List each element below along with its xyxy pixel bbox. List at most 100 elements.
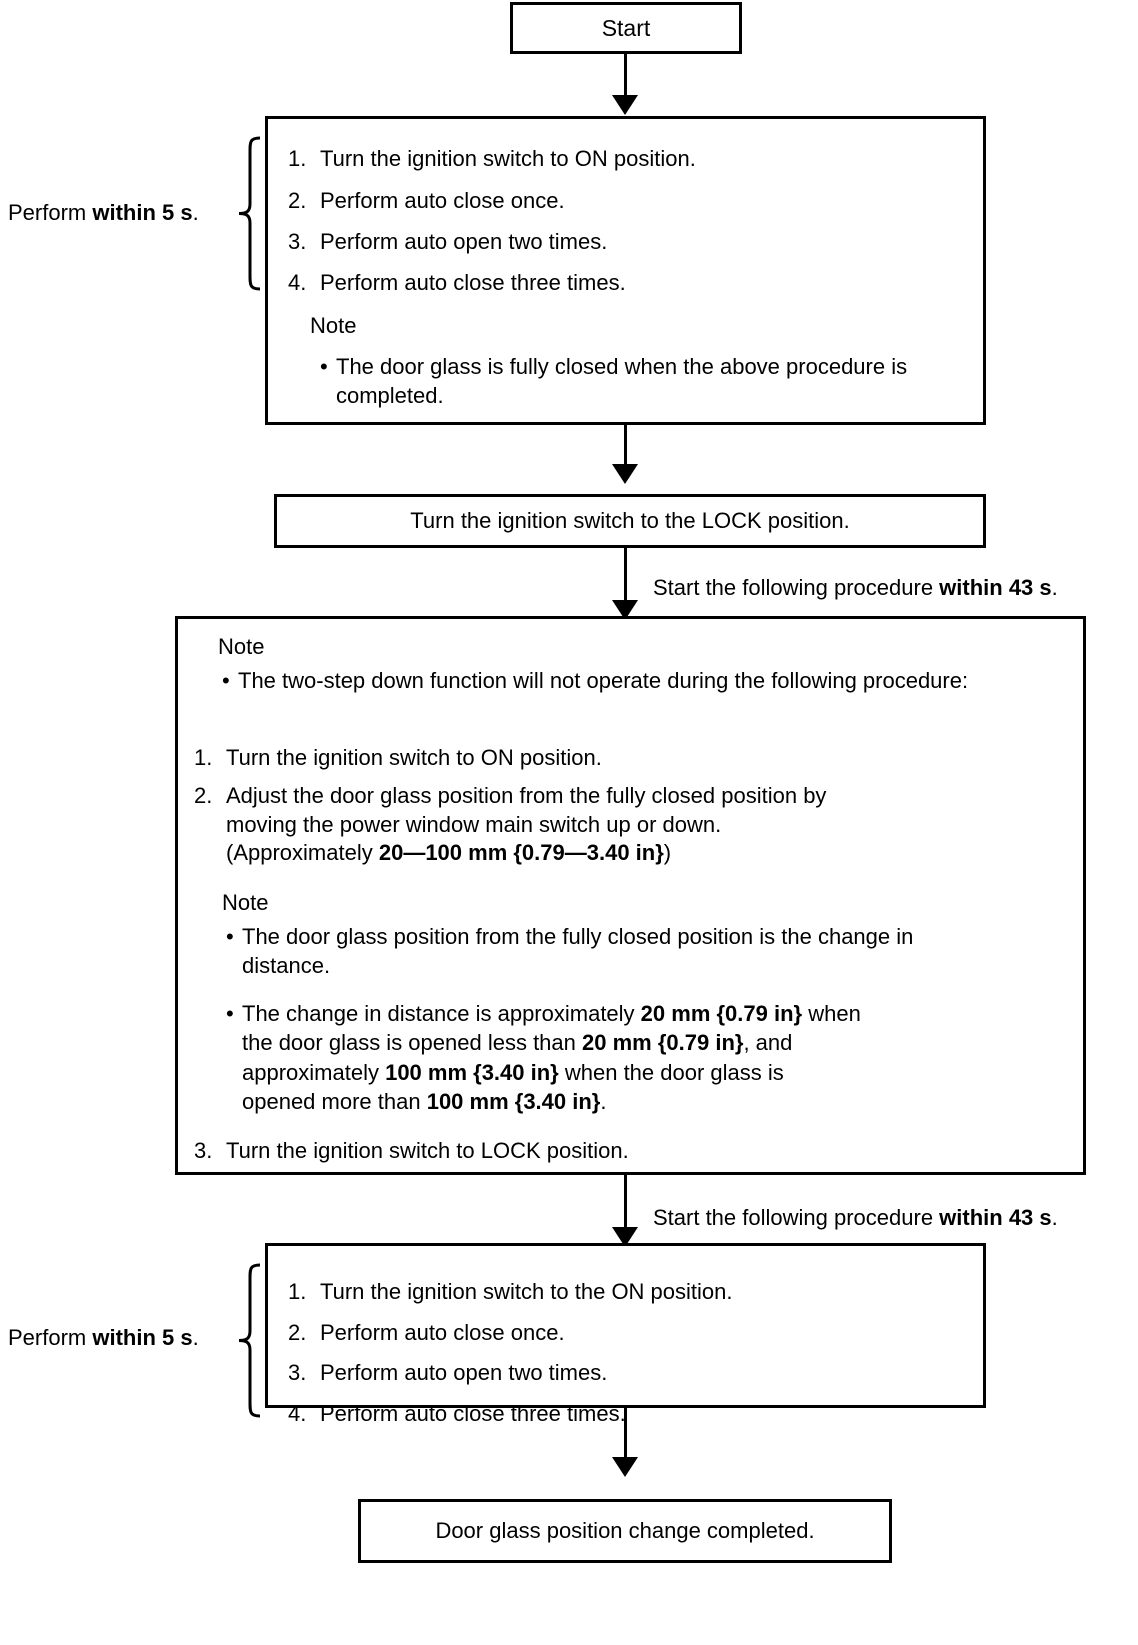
edge-label-1-suffix: . [1051, 575, 1058, 600]
measure-100mm-a: 100 mm {3.40 in} [385, 1059, 559, 1085]
step3-list-item-3-text: Perform auto open two times. [320, 1360, 608, 1385]
step1-list-item-2-text: Perform auto close once. [320, 188, 565, 213]
step3-side-label: Perform within 5 s. [8, 1325, 199, 1351]
step1-list-item-1-number: 1. [288, 146, 307, 171]
bullet-icon: • [226, 1001, 234, 1026]
step2-item2-line3-prefix: (Approximately [226, 840, 379, 866]
step3-list-item-2-number: 2. [288, 1320, 307, 1345]
connector-step2-to-step3 [624, 1175, 627, 1247]
step1-list-item-4-number: 4. [288, 270, 307, 295]
seg-7: opened more than [242, 1089, 427, 1115]
edge-label-1-prefix: Start the following procedure [653, 575, 940, 600]
arrowhead-start-to-step1 [612, 95, 638, 115]
edge-label-2-bold: within 43 s [939, 1205, 1052, 1230]
measure-100mm-b: 100 mm {3.40 in} [426, 1089, 601, 1115]
bullet-icon: • [222, 668, 230, 693]
step2-note-bullet-mid: • The door glass position from the fully… [226, 922, 986, 981]
step2-item2-line3: (Approximately 20—100 mm {0.79—3.40 in}) [226, 840, 671, 865]
step1-list-item-4-text: Perform auto close three times. [320, 270, 626, 295]
step2-item2-line2: moving the power window main switch up o… [226, 811, 722, 837]
step2-list-item-1: 1. Turn the ignition switch to ON positi… [194, 744, 1054, 773]
step2-note-bullet-mid-text: The door glass position from the fully c… [242, 924, 914, 979]
connector-step3-to-end [624, 1408, 627, 1466]
step2-note-heading-mid: Note [222, 890, 269, 915]
bullet-icon: • [320, 354, 328, 379]
step1-side-label-prefix: Perform [8, 200, 93, 225]
step2-item2-line3-measure: 20—100 mm {0.79—3.40 in} [378, 840, 664, 866]
step1-list-item-2-number: 2. [288, 188, 307, 213]
end-box: Door glass position change completed. [358, 1499, 892, 1563]
lock-box-label: Turn the ignition switch to the LOCK pos… [410, 508, 850, 534]
step1-list-item-2: 2. Perform auto close once. [288, 187, 948, 216]
connector-step1-to-lock [624, 425, 627, 473]
arrowhead-step3-to-end [612, 1457, 638, 1477]
step3-list-item-3: 3. Perform auto open two times. [288, 1359, 948, 1388]
step1-note-bullet: • The door glass is fully closed when th… [320, 352, 920, 411]
edge-label-2-prefix: Start the following procedure [653, 1205, 940, 1230]
step1-note-bullet-text: The door glass is fully closed when the … [336, 354, 908, 409]
step3-box [265, 1243, 986, 1408]
step2-list-item-2: 2. Adjust the door glass position from t… [194, 782, 1064, 868]
seg-4: , and [743, 1030, 793, 1056]
step2-list-item-1-text: Turn the ignition switch to ON position. [226, 745, 602, 770]
edge-label-within-43s-first: Start the following procedure within 43 … [653, 575, 1058, 601]
edge-label-2-suffix: . [1051, 1205, 1058, 1230]
step3-side-label-prefix: Perform [8, 1325, 93, 1350]
arrowhead-lock-to-step2 [612, 600, 638, 620]
end-box-label: Door glass position change completed. [435, 1518, 815, 1544]
step2-list-item-3: 3. Turn the ignition switch to LOCK posi… [194, 1137, 1054, 1166]
step2-list-item-3-number: 3. [194, 1138, 213, 1163]
step2-list-item-2-text: Adjust the door glass position from the … [226, 782, 1064, 868]
step3-brace [236, 1263, 262, 1418]
start-box-label: Start [601, 14, 651, 41]
lock-box: Turn the ignition switch to the LOCK pos… [274, 494, 986, 548]
arrowhead-step2-to-step3 [612, 1227, 638, 1247]
step2-note-bullet-last: • The change in distance is approximatel… [226, 999, 1026, 1117]
step2-note-bullet-top-text: The two-step down function will not oper… [238, 668, 969, 693]
measure-20mm-b: 20 mm {0.79 in} [582, 1030, 744, 1056]
step2-item2-line3-suffix: ) [663, 840, 672, 866]
step3-side-label-bold: within 5 s [92, 1325, 193, 1350]
seg-1: The change in distance is approximately [242, 1001, 641, 1026]
step2-item2-line1: Adjust the door glass position from the … [226, 783, 827, 808]
step1-list-item-3-number: 3. [288, 229, 307, 254]
step1-list-item-1: 1. Turn the ignition switch to ON positi… [288, 145, 948, 174]
seg-6: when the door glass is [558, 1059, 784, 1085]
step1-list-item-3-text: Perform auto open two times. [320, 229, 608, 254]
step2-note-bullet-top: • The two-step down function will not op… [222, 666, 982, 695]
step3-list-item-2: 2. Perform auto close once. [288, 1319, 948, 1348]
seg-5: approximately [242, 1059, 386, 1085]
step2-note-heading-top: Note [218, 634, 265, 659]
seg-3: the door glass is opened less than [242, 1030, 583, 1056]
step1-side-label-bold: within 5 s [92, 200, 193, 225]
step3-list-item-3-number: 3. [288, 1360, 307, 1385]
step1-brace [236, 136, 262, 291]
step3-list-item-2-text: Perform auto close once. [320, 1320, 565, 1345]
step3-list-item-4-text: Perform auto close three times. [320, 1401, 626, 1426]
measure-20mm-a: 20 mm {0.79 in} [640, 1001, 803, 1026]
step1-side-label: Perform within 5 s. [8, 200, 199, 226]
step1-side-label-suffix: . [192, 200, 199, 225]
step1-box [265, 116, 986, 425]
step3-list-item-4: 4. Perform auto close three times. [288, 1400, 948, 1429]
step1-list-item-3: 3. Perform auto open two times. [288, 228, 948, 257]
step2-list-item-3-text: Turn the ignition switch to LOCK positio… [226, 1138, 629, 1163]
step1-list-item-4: 4. Perform auto close three times. [288, 269, 948, 298]
connector-lock-to-step2 [624, 548, 627, 620]
arrowhead-step1-to-lock [612, 464, 638, 484]
step2-note-bullet-last-text: The change in distance is approximately … [242, 999, 1026, 1117]
step3-side-label-suffix: . [192, 1325, 199, 1350]
step1-note-heading: Note [310, 313, 357, 338]
step3-list-item-4-number: 4. [288, 1401, 307, 1426]
step1-list-item-1-text: Turn the ignition switch to ON position. [320, 146, 696, 171]
step2-list-item-2-number: 2. [194, 783, 213, 808]
start-box: Start [510, 2, 742, 54]
step3-list-item-1: 1. Turn the ignition switch to the ON po… [288, 1278, 948, 1307]
seg-2: when [802, 1001, 861, 1026]
step3-list-item-1-text: Turn the ignition switch to the ON posit… [320, 1279, 733, 1304]
edge-label-1-bold: within 43 s [939, 575, 1052, 600]
edge-label-within-43s-second: Start the following procedure within 43 … [653, 1205, 1058, 1231]
step2-list-item-1-number: 1. [194, 745, 213, 770]
bullet-icon: • [226, 924, 234, 949]
